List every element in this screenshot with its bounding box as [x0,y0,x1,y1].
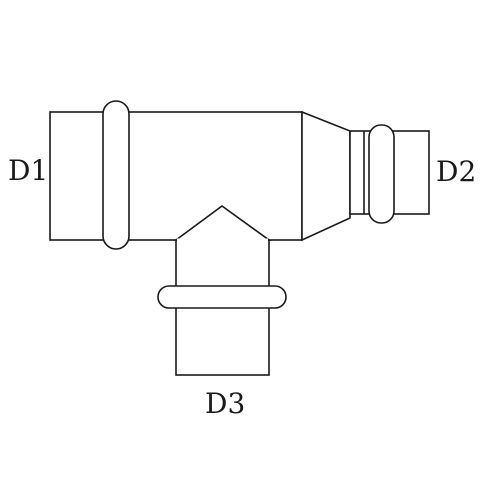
reducer-cone [301,110,351,242]
branch-sealing-band [157,285,287,309]
outlet-sealing-band [368,124,395,224]
main-sealing-band [102,100,130,250]
label-d2: D2 [436,155,476,188]
label-d3: D3 [205,387,245,420]
main-pipe-body [49,111,303,241]
label-d1: D1 [8,154,48,187]
